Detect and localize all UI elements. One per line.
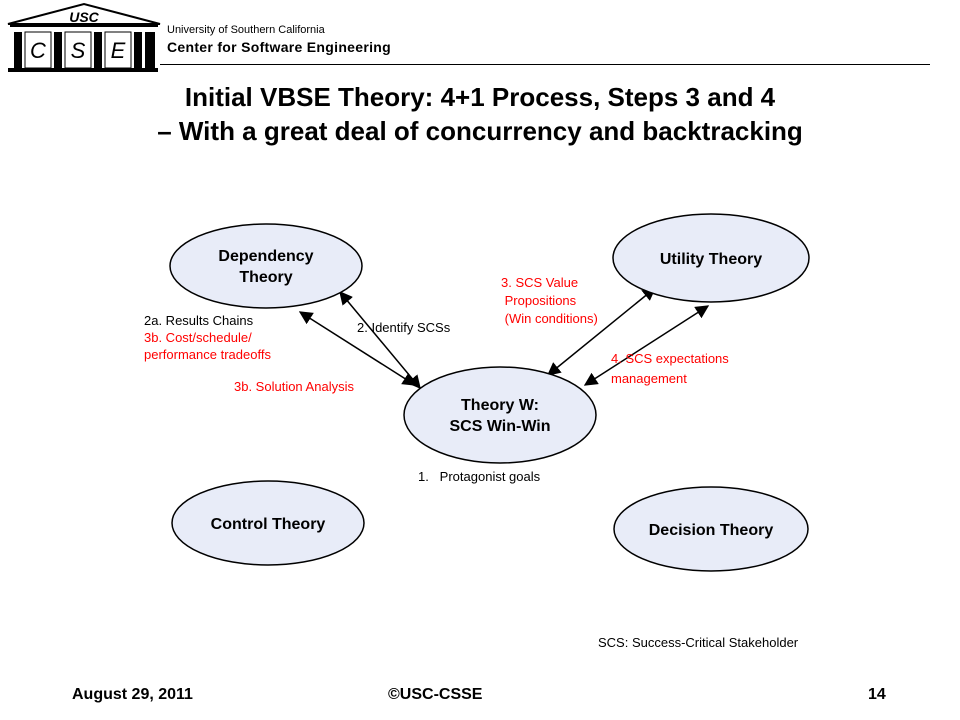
label-cost-schedule-2: performance tradeoffs <box>144 347 271 362</box>
node-dependency-line2: Theory <box>239 269 292 286</box>
usc-cse-logo: USC C S E <box>7 2 161 72</box>
node-control-label: Control Theory <box>211 516 326 533</box>
node-dependency-line1: Dependency <box>218 248 313 265</box>
center-name: Center for Software Engineering <box>167 39 391 55</box>
node-utility-label: Utility Theory <box>660 251 762 268</box>
node-dependency-theory: Dependency Theory <box>169 223 363 309</box>
footer-date: August 29, 2011 <box>72 686 193 703</box>
node-decision-theory: Decision Theory <box>613 486 809 572</box>
footer-page-number: 14 <box>868 686 886 703</box>
label-scs-value-2: Propositions <box>501 293 577 308</box>
svg-text:S: S <box>71 38 86 63</box>
title-line-1: Initial VBSE Theory: 4+1 Process, Steps … <box>184 82 776 112</box>
label-protagonist-goals: 1. Protagonist goals <box>418 469 541 484</box>
arrow-chains-theoryw <box>298 311 417 386</box>
arrow-dependency-theoryw <box>339 290 421 390</box>
label-solution-analysis: 3b. Solution Analysis <box>234 379 354 394</box>
label-scs-value-1: 3. SCS Value <box>501 275 578 290</box>
svg-text:USC: USC <box>69 9 99 25</box>
label-cost-schedule-1: 3b. Cost/schedule/ <box>144 330 252 345</box>
svg-text:E: E <box>111 38 126 63</box>
node-utility-theory: Utility Theory <box>612 213 810 303</box>
arrow-expectations-theoryw <box>583 305 710 386</box>
label-results-chains: 2a. Results Chains <box>144 313 254 328</box>
label-scs-expectations-1: 4. SCS expectations <box>611 351 729 366</box>
node-theoryw-line1: Theory W: <box>461 397 539 414</box>
footer-copyright: ©USC-CSSE <box>388 686 483 703</box>
node-theory-w: Theory W: SCS Win-Win <box>403 366 597 464</box>
label-scs-value-3: (Win conditions) <box>501 311 598 326</box>
label-identify-scss: 2. Identify SCSs <box>357 320 451 335</box>
title-line-2: – With a great deal of concurrency and b… <box>157 116 803 146</box>
slide-title: Initial VBSE Theory: 4+1 Process, Steps … <box>0 80 960 148</box>
university-name: University of Southern California <box>167 24 325 36</box>
node-control-theory: Control Theory <box>171 480 365 566</box>
svg-text:C: C <box>30 38 46 63</box>
legend-scs: SCS: Success-Critical Stakeholder <box>598 635 799 650</box>
node-theoryw-line2: SCS Win-Win <box>449 418 550 435</box>
header-rule <box>160 64 930 65</box>
label-scs-expectations-2: management <box>611 371 687 386</box>
node-decision-label: Decision Theory <box>649 522 774 539</box>
